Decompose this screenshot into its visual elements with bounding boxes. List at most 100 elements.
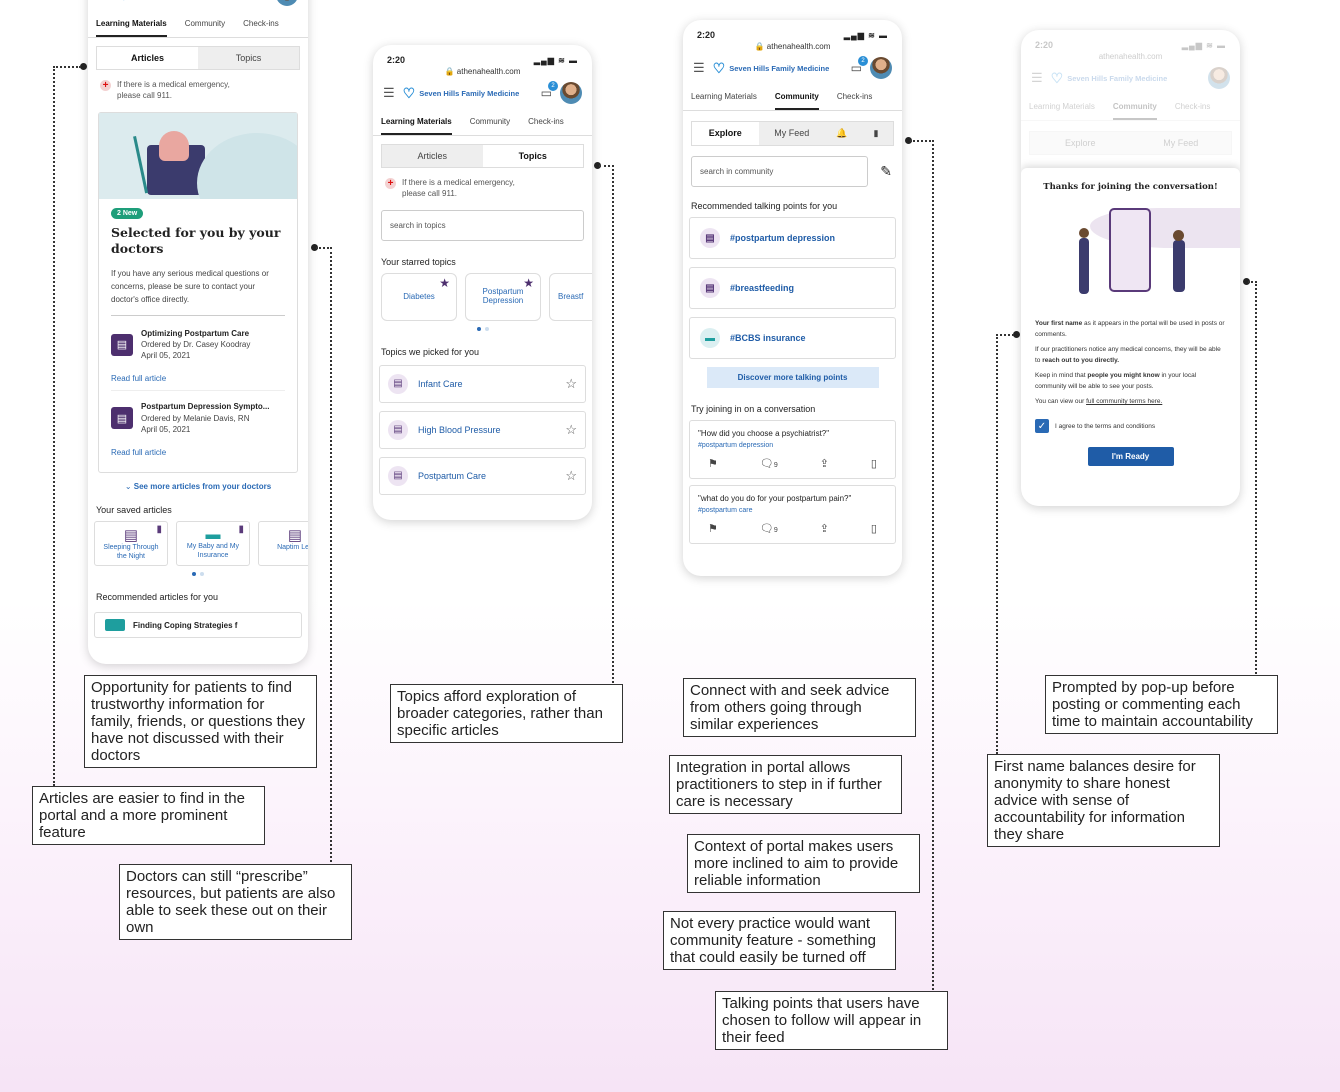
saved-article-card[interactable]: ▮ ▬ My Baby and My Insurance bbox=[176, 521, 250, 567]
hamburger-menu-icon: ☰ bbox=[1031, 70, 1043, 85]
bookmark-icon[interactable]: ▮ bbox=[238, 524, 244, 536]
avatar[interactable] bbox=[560, 82, 582, 104]
chat-icon[interactable]: ▭ bbox=[257, 0, 268, 2]
comment-icon[interactable]: 🗨9 bbox=[759, 523, 778, 535]
hamburger-menu-icon[interactable]: ☰ bbox=[383, 85, 395, 100]
tab-articles[interactable]: Articles bbox=[417, 151, 447, 161]
tab-check-ins[interactable]: Check-ins bbox=[836, 92, 873, 101]
saved-article-card[interactable]: ▤ Naptim Lea bbox=[258, 521, 308, 567]
star-filled-icon[interactable]: ★ bbox=[439, 275, 450, 290]
star-outline-icon[interactable]: ☆ bbox=[565, 467, 577, 483]
topic-item[interactable]: ▤Infant Care☆ bbox=[379, 364, 586, 403]
connector-line bbox=[53, 66, 81, 786]
search-input[interactable]: search in community bbox=[691, 156, 869, 187]
hero-illustration bbox=[99, 112, 297, 199]
terms-paragraph: Keep in mind that people you might know … bbox=[1035, 372, 1197, 391]
flag-icon[interactable]: ⚑ bbox=[708, 523, 718, 535]
doctor-selected-card: 2 New Selected for you by your doctors I… bbox=[98, 111, 298, 474]
dimmed-background: 2:20▂▄▆ ≋ ▬ athenahealth.com ☰ ♡Seven Hi… bbox=[1021, 30, 1240, 155]
talking-point-item[interactable]: ▤#breastfeeding bbox=[689, 267, 896, 309]
bell-icon[interactable]: 🔔 bbox=[836, 128, 848, 138]
star-outline-icon[interactable]: ☆ bbox=[565, 421, 577, 437]
annotation-note: Doctors can still “prescribe” resources,… bbox=[119, 864, 352, 940]
hamburger-menu-icon[interactable]: ☰ bbox=[98, 0, 110, 3]
bookmark-icon[interactable]: ▮ bbox=[873, 128, 879, 138]
share-icon[interactable]: ⇪ bbox=[819, 523, 829, 535]
tab-check-ins[interactable]: Check-ins bbox=[243, 19, 279, 28]
brand-logo[interactable]: ♡Seven Hills Family Medicine bbox=[118, 0, 249, 4]
tab-community[interactable]: Community bbox=[774, 85, 819, 110]
join-conversation-title: Try joining in on a conversation bbox=[691, 404, 816, 414]
topic-illustration-icon: ▤ bbox=[700, 228, 720, 248]
tab-community[interactable]: Community bbox=[184, 19, 226, 28]
bookmark-icon[interactable]: ▯ bbox=[870, 523, 877, 535]
star-filled-icon[interactable]: ★ bbox=[523, 275, 534, 290]
avatar bbox=[1208, 67, 1230, 89]
chevron-down-icon: ⌄ bbox=[124, 482, 134, 492]
topic-item[interactable]: ▤High Blood Pressure☆ bbox=[379, 410, 586, 449]
tab-explore[interactable]: Explore bbox=[692, 122, 759, 145]
annotation-note: Talking points that users have chosen to… bbox=[715, 991, 948, 1050]
search-input[interactable]: search in topics bbox=[381, 209, 584, 241]
brand-logo[interactable]: ♡Seven Hills Family Medicine bbox=[712, 59, 830, 76]
comment-icon[interactable]: 🗨9 bbox=[759, 458, 778, 470]
checkbox-checked-icon[interactable]: ✓ bbox=[1035, 419, 1049, 434]
avatar[interactable] bbox=[276, 0, 298, 6]
medical-plus-icon: + bbox=[100, 80, 111, 91]
bookmark-icon[interactable]: ▮ bbox=[156, 524, 162, 536]
terms-paragraph: If our practitioners notice any medical … bbox=[1035, 346, 1221, 365]
bookmark-icon[interactable]: ▯ bbox=[870, 458, 877, 470]
tab-learning-materials[interactable]: Learning Materials bbox=[691, 92, 757, 101]
chat-icon[interactable]: ▭2 bbox=[851, 56, 868, 75]
star-outline-icon[interactable]: ☆ bbox=[565, 375, 577, 391]
brand-logo[interactable]: ♡Seven Hills Family Medicine bbox=[402, 84, 520, 101]
article-illustration-icon: ▤ bbox=[123, 527, 139, 545]
conversation-card[interactable]: "what do you do for your postpartum pain… bbox=[689, 485, 896, 544]
hamburger-menu-icon[interactable]: ☰ bbox=[693, 60, 705, 75]
read-full-article-link[interactable]: Read full article bbox=[111, 448, 167, 458]
topic-item[interactable]: ▤Postpartum Care☆ bbox=[379, 456, 586, 495]
heart-logo-icon: ♡ bbox=[712, 59, 726, 76]
read-full-article-link[interactable]: Read full article bbox=[111, 374, 167, 384]
annotation-note: Topics afford exploration of broader cat… bbox=[390, 684, 623, 743]
segment-tabs: Explore My Feed 🔔 ▮ bbox=[691, 121, 894, 146]
avatar[interactable] bbox=[870, 57, 892, 79]
saved-article-card[interactable]: ▮ ▤ Sleeping Through the Night bbox=[94, 521, 168, 567]
im-ready-button[interactable]: I'm Ready bbox=[1087, 447, 1174, 467]
connector-dot bbox=[1243, 278, 1250, 285]
community-terms-link[interactable]: full community terms here. bbox=[1086, 398, 1163, 406]
starred-topic-card[interactable]: ★ Diabetes bbox=[381, 272, 457, 321]
article-icon bbox=[105, 619, 125, 632]
recommended-article-card[interactable]: Finding Coping Strategies f bbox=[94, 612, 302, 639]
tab-topics[interactable]: Topics bbox=[235, 53, 262, 63]
heart-logo-icon: ♡ bbox=[118, 0, 131, 4]
article-item[interactable]: ▤ Optimizing Postpartum Care Ordered by … bbox=[111, 316, 285, 392]
agree-checkbox-row[interactable]: ✓ I agree to the terms and conditions bbox=[1035, 419, 1226, 434]
tab-articles[interactable]: Articles bbox=[97, 47, 198, 69]
tab-my-feed[interactable]: My Feed bbox=[774, 128, 810, 138]
tab-community[interactable]: Community bbox=[469, 117, 511, 126]
chat-icon[interactable]: ▭2 bbox=[541, 81, 558, 100]
talking-point-item[interactable]: ▤#postpartum depression bbox=[689, 217, 896, 259]
tab-learning-materials[interactable]: Learning Materials bbox=[96, 12, 167, 37]
conversation-card[interactable]: "How did you choose a psychiatrist?" #po… bbox=[689, 420, 896, 479]
talking-point-item[interactable]: ▬#BCBS insurance bbox=[689, 317, 896, 359]
discover-more-button[interactable]: Discover more talking points bbox=[706, 367, 879, 388]
flag-icon[interactable]: ⚑ bbox=[708, 458, 718, 470]
signal-wifi-battery-icon: ▂▄▆ ≋ ▬ bbox=[843, 30, 888, 40]
phone-community-modal: 2:20▂▄▆ ≋ ▬ athenahealth.com ☰ ♡Seven Hi… bbox=[1021, 30, 1240, 506]
tab-learning-materials[interactable]: Learning Materials bbox=[381, 110, 452, 135]
app-bar: ☰ ♡Seven Hills Family Medicine ▭ bbox=[88, 0, 308, 12]
article-item[interactable]: ▤ Postpartum Depression Sympto... Ordere… bbox=[111, 402, 270, 458]
share-icon[interactable]: ⇪ bbox=[819, 458, 829, 470]
tab-check-ins[interactable]: Check-ins bbox=[528, 117, 564, 126]
starred-topic-card[interactable]: ★ Postpartum Depression bbox=[465, 272, 541, 321]
article-illustration-icon: ▤ bbox=[287, 527, 303, 545]
starred-topic-card[interactable]: Breastf bbox=[549, 272, 592, 321]
terms-paragraph: You can view our full community terms he… bbox=[1035, 398, 1163, 406]
tab-topics[interactable]: Topics bbox=[482, 145, 583, 167]
see-more-link[interactable]: ⌄ See more articles from your doctors bbox=[124, 482, 272, 492]
connector-dot bbox=[594, 162, 601, 169]
terms-paragraph: Your first name as it appears in the por… bbox=[1035, 320, 1225, 339]
compose-icon[interactable]: ✎ bbox=[880, 163, 892, 179]
